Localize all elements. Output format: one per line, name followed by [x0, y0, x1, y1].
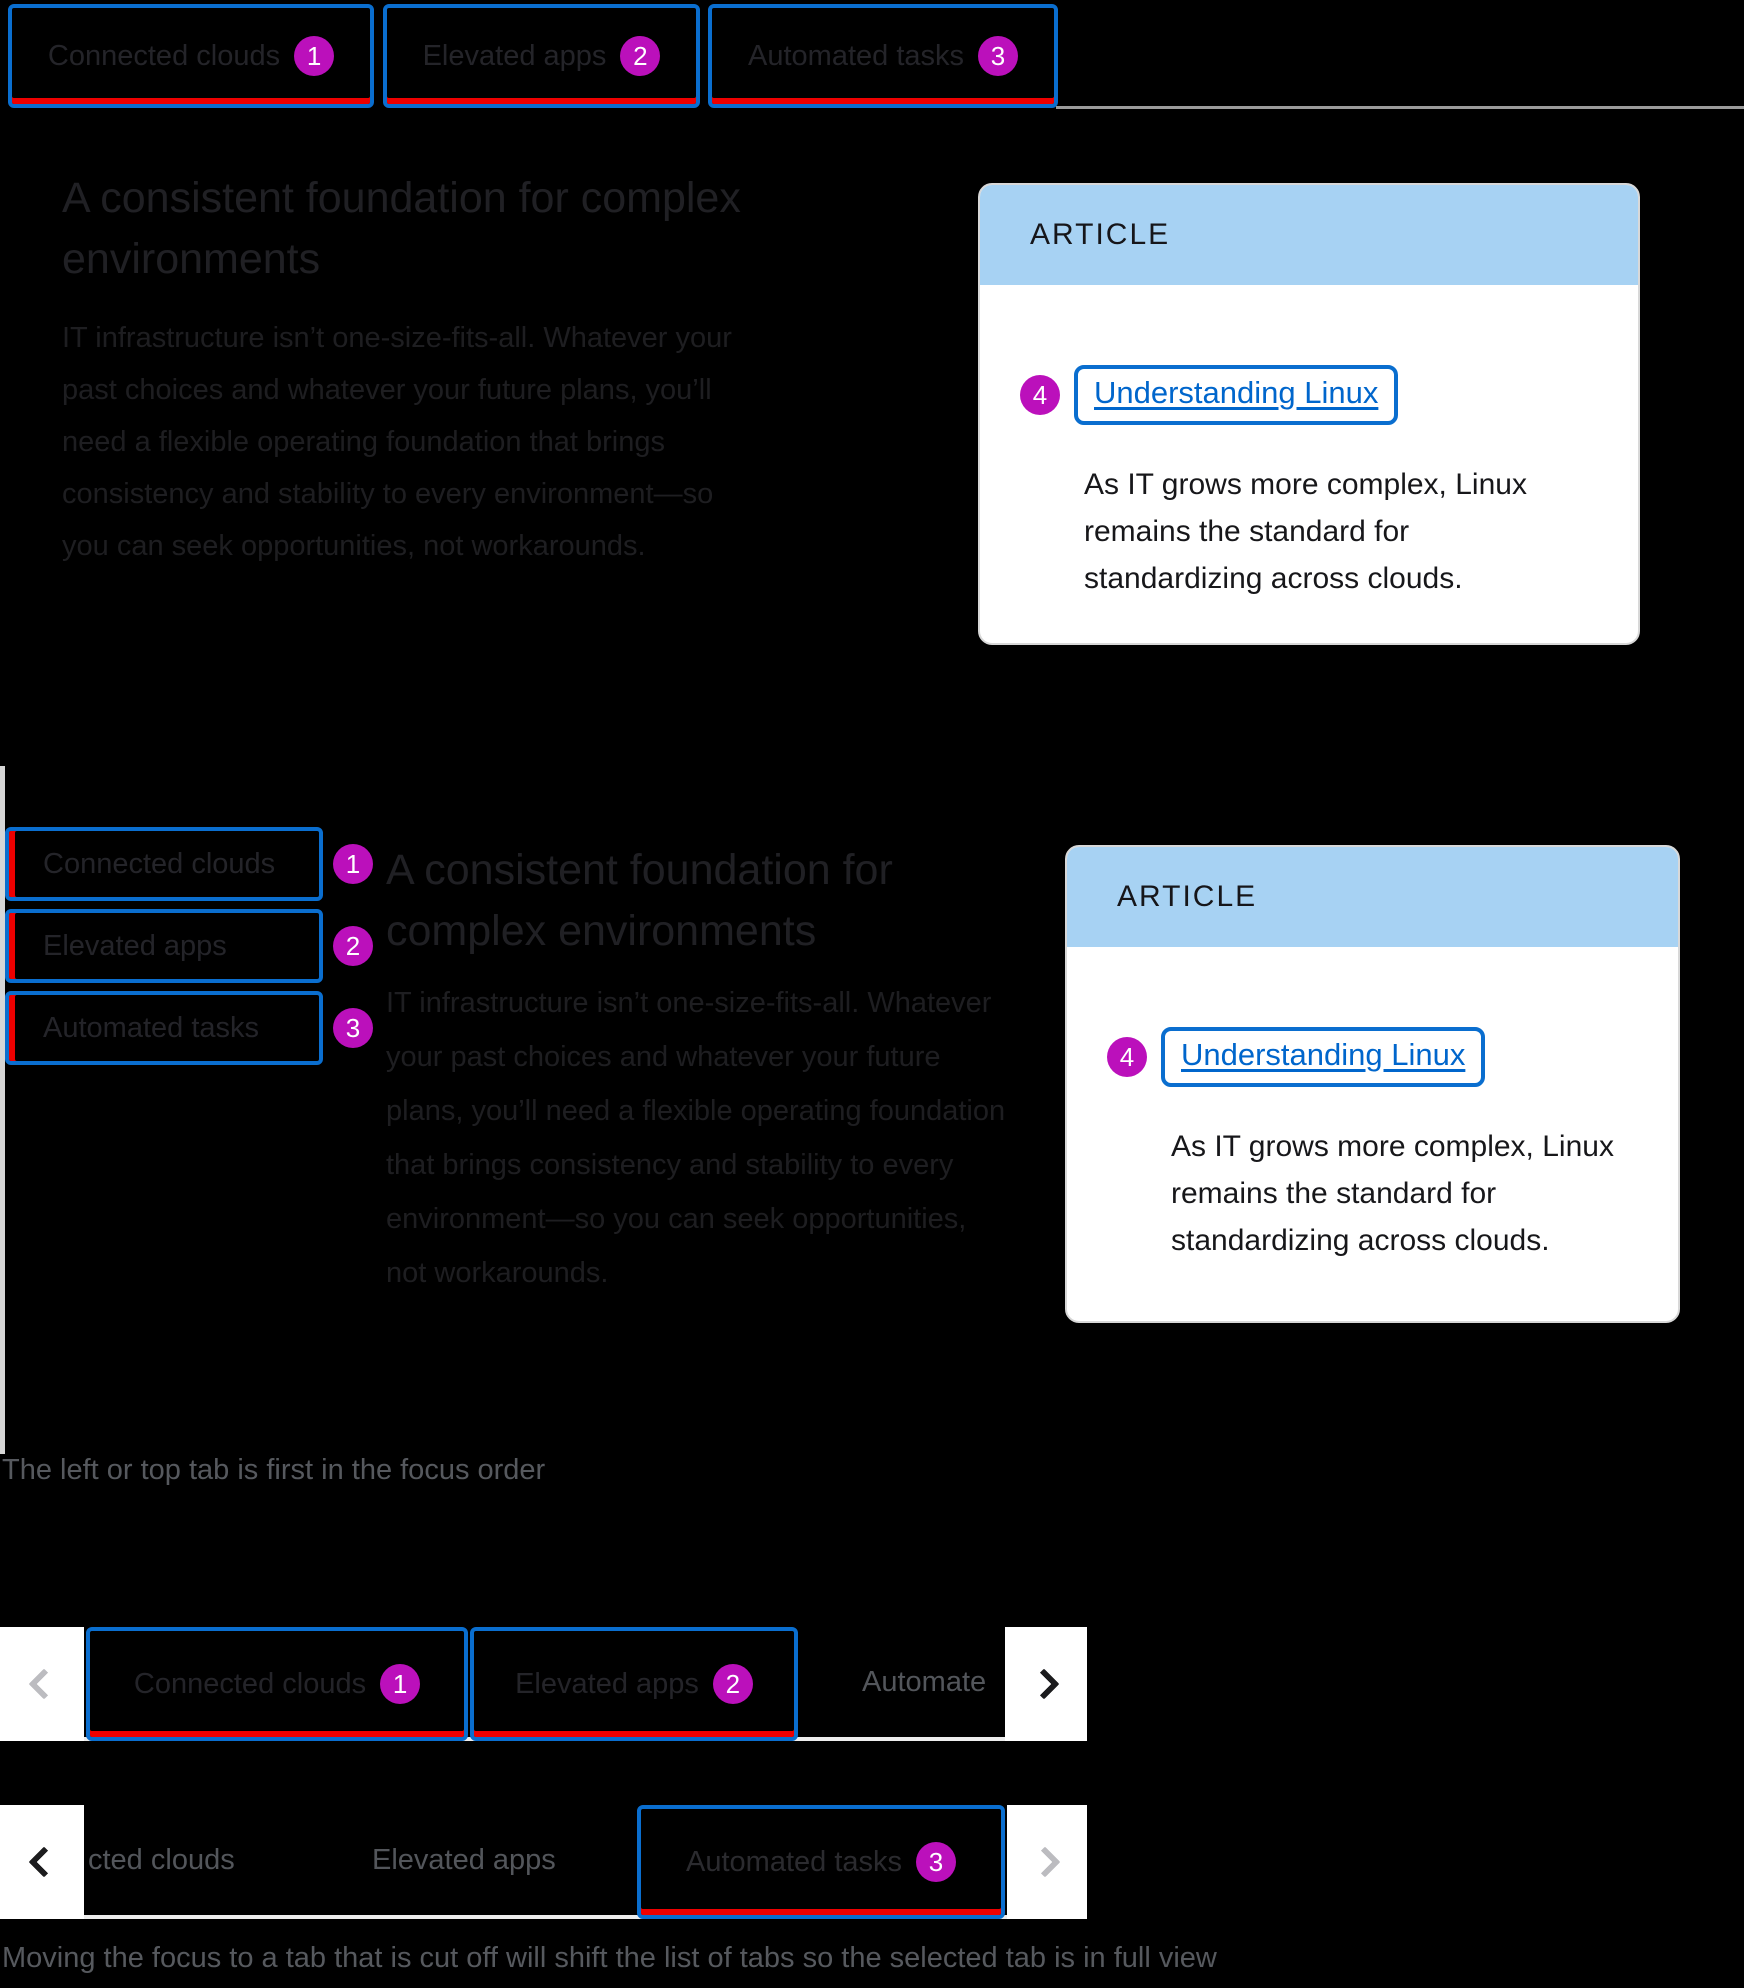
- tab-label: Automated tasks: [43, 1011, 259, 1044]
- scroll-left-button[interactable]: [0, 1805, 84, 1919]
- tab-label: Elevated apps: [422, 39, 607, 72]
- focus-order-badge-2: 2: [712, 1664, 753, 1704]
- scroll-right-button[interactable]: [1007, 1805, 1087, 1919]
- focus-order-badge-1: 1: [294, 36, 335, 76]
- content-paragraph: IT infrastructure isn’t one-size-fits-al…: [62, 322, 732, 562]
- understanding-linux-link[interactable]: Understanding Linux: [1161, 1027, 1486, 1087]
- focus-order-badge-4: 4: [1107, 1037, 1147, 1077]
- article-card-header: ARTICLE: [1067, 847, 1678, 947]
- focus-order-badge-3: 3: [978, 36, 1018, 76]
- tab-label: Automated tasks: [686, 1845, 902, 1878]
- chevron-right-icon: [1029, 1846, 1061, 1878]
- article-card: ARTICLE 4 Understanding Linux As IT grow…: [978, 183, 1640, 645]
- scroll-left-button[interactable]: [0, 1627, 84, 1741]
- focus-order-badge-1: 1: [333, 844, 373, 884]
- vtab-connected-clouds[interactable]: Connected clouds: [5, 827, 323, 901]
- chevron-left-icon: [28, 1846, 60, 1878]
- tab-connected-clouds-cutoff[interactable]: cted clouds: [88, 1843, 235, 1876]
- article-card: ARTICLE 4 Understanding Linux As IT grow…: [1065, 845, 1680, 1323]
- caption-overflow-shift: Moving the focus to a tab that is cut of…: [2, 1942, 1217, 1974]
- tab-automated-tasks[interactable]: Automated tasks 3: [708, 4, 1058, 108]
- vtab-elevated-apps[interactable]: Elevated apps: [5, 909, 323, 983]
- tab-label: Connected clouds: [43, 847, 276, 880]
- tab-elevated-apps[interactable]: Elevated apps 2: [470, 1627, 798, 1741]
- caption-focus-order: The left or top tab is first in the focu…: [2, 1454, 546, 1486]
- scroll-right-button[interactable]: [1005, 1627, 1087, 1741]
- tab-elevated-apps[interactable]: Elevated apps 2: [383, 4, 700, 108]
- focus-order-badge-2: 2: [620, 36, 661, 76]
- tab-automated-tasks-cutoff[interactable]: Automate: [862, 1665, 987, 1698]
- vtab-automated-tasks[interactable]: Automated tasks: [5, 991, 323, 1065]
- article-card-header: ARTICLE: [980, 185, 1638, 285]
- tab-label: Connected clouds: [47, 39, 281, 72]
- tab-elevated-apps[interactable]: Elevated apps: [372, 1843, 556, 1876]
- overflow-tab-row: Connected clouds 1 Elevated apps 2 Autom…: [0, 1627, 1087, 1741]
- tab-label: Elevated apps: [515, 1667, 699, 1700]
- article-card-body-text: As IT grows more complex, Linux remains …: [1084, 468, 1527, 595]
- tab-label: Connected clouds: [133, 1667, 367, 1700]
- tab-label: Elevated apps: [43, 929, 227, 962]
- content-heading: A consistent foundation for complex envi…: [386, 846, 893, 955]
- tab-connected-clouds[interactable]: Connected clouds 1: [8, 4, 374, 108]
- focus-order-badge-1: 1: [380, 1664, 421, 1704]
- focus-order-badge-3: 3: [916, 1842, 956, 1882]
- focus-order-badge-2: 2: [333, 926, 373, 966]
- focus-order-badge-4: 4: [1020, 375, 1060, 415]
- tab-bar-baseline: [1056, 106, 1744, 109]
- focus-order-badge-3: 3: [333, 1008, 373, 1048]
- chevron-left-icon: [28, 1668, 60, 1700]
- tab-automated-tasks[interactable]: Automated tasks 3: [637, 1805, 1005, 1919]
- content-heading: A consistent foundation for complex envi…: [62, 174, 741, 283]
- vertical-tabs-left-rule: [0, 766, 5, 1454]
- overflow-tab-row: cted clouds Elevated apps Automated task…: [0, 1805, 1087, 1919]
- content-paragraph: IT infrastructure isn’t one-size-fits-al…: [386, 987, 1006, 1289]
- tab-label: Automated tasks: [748, 39, 964, 72]
- article-card-body-text: As IT grows more complex, Linux remains …: [1171, 1130, 1614, 1257]
- tab-connected-clouds[interactable]: Connected clouds 1: [86, 1627, 468, 1741]
- understanding-linux-link[interactable]: Understanding Linux: [1074, 365, 1399, 425]
- chevron-right-icon: [1028, 1668, 1060, 1700]
